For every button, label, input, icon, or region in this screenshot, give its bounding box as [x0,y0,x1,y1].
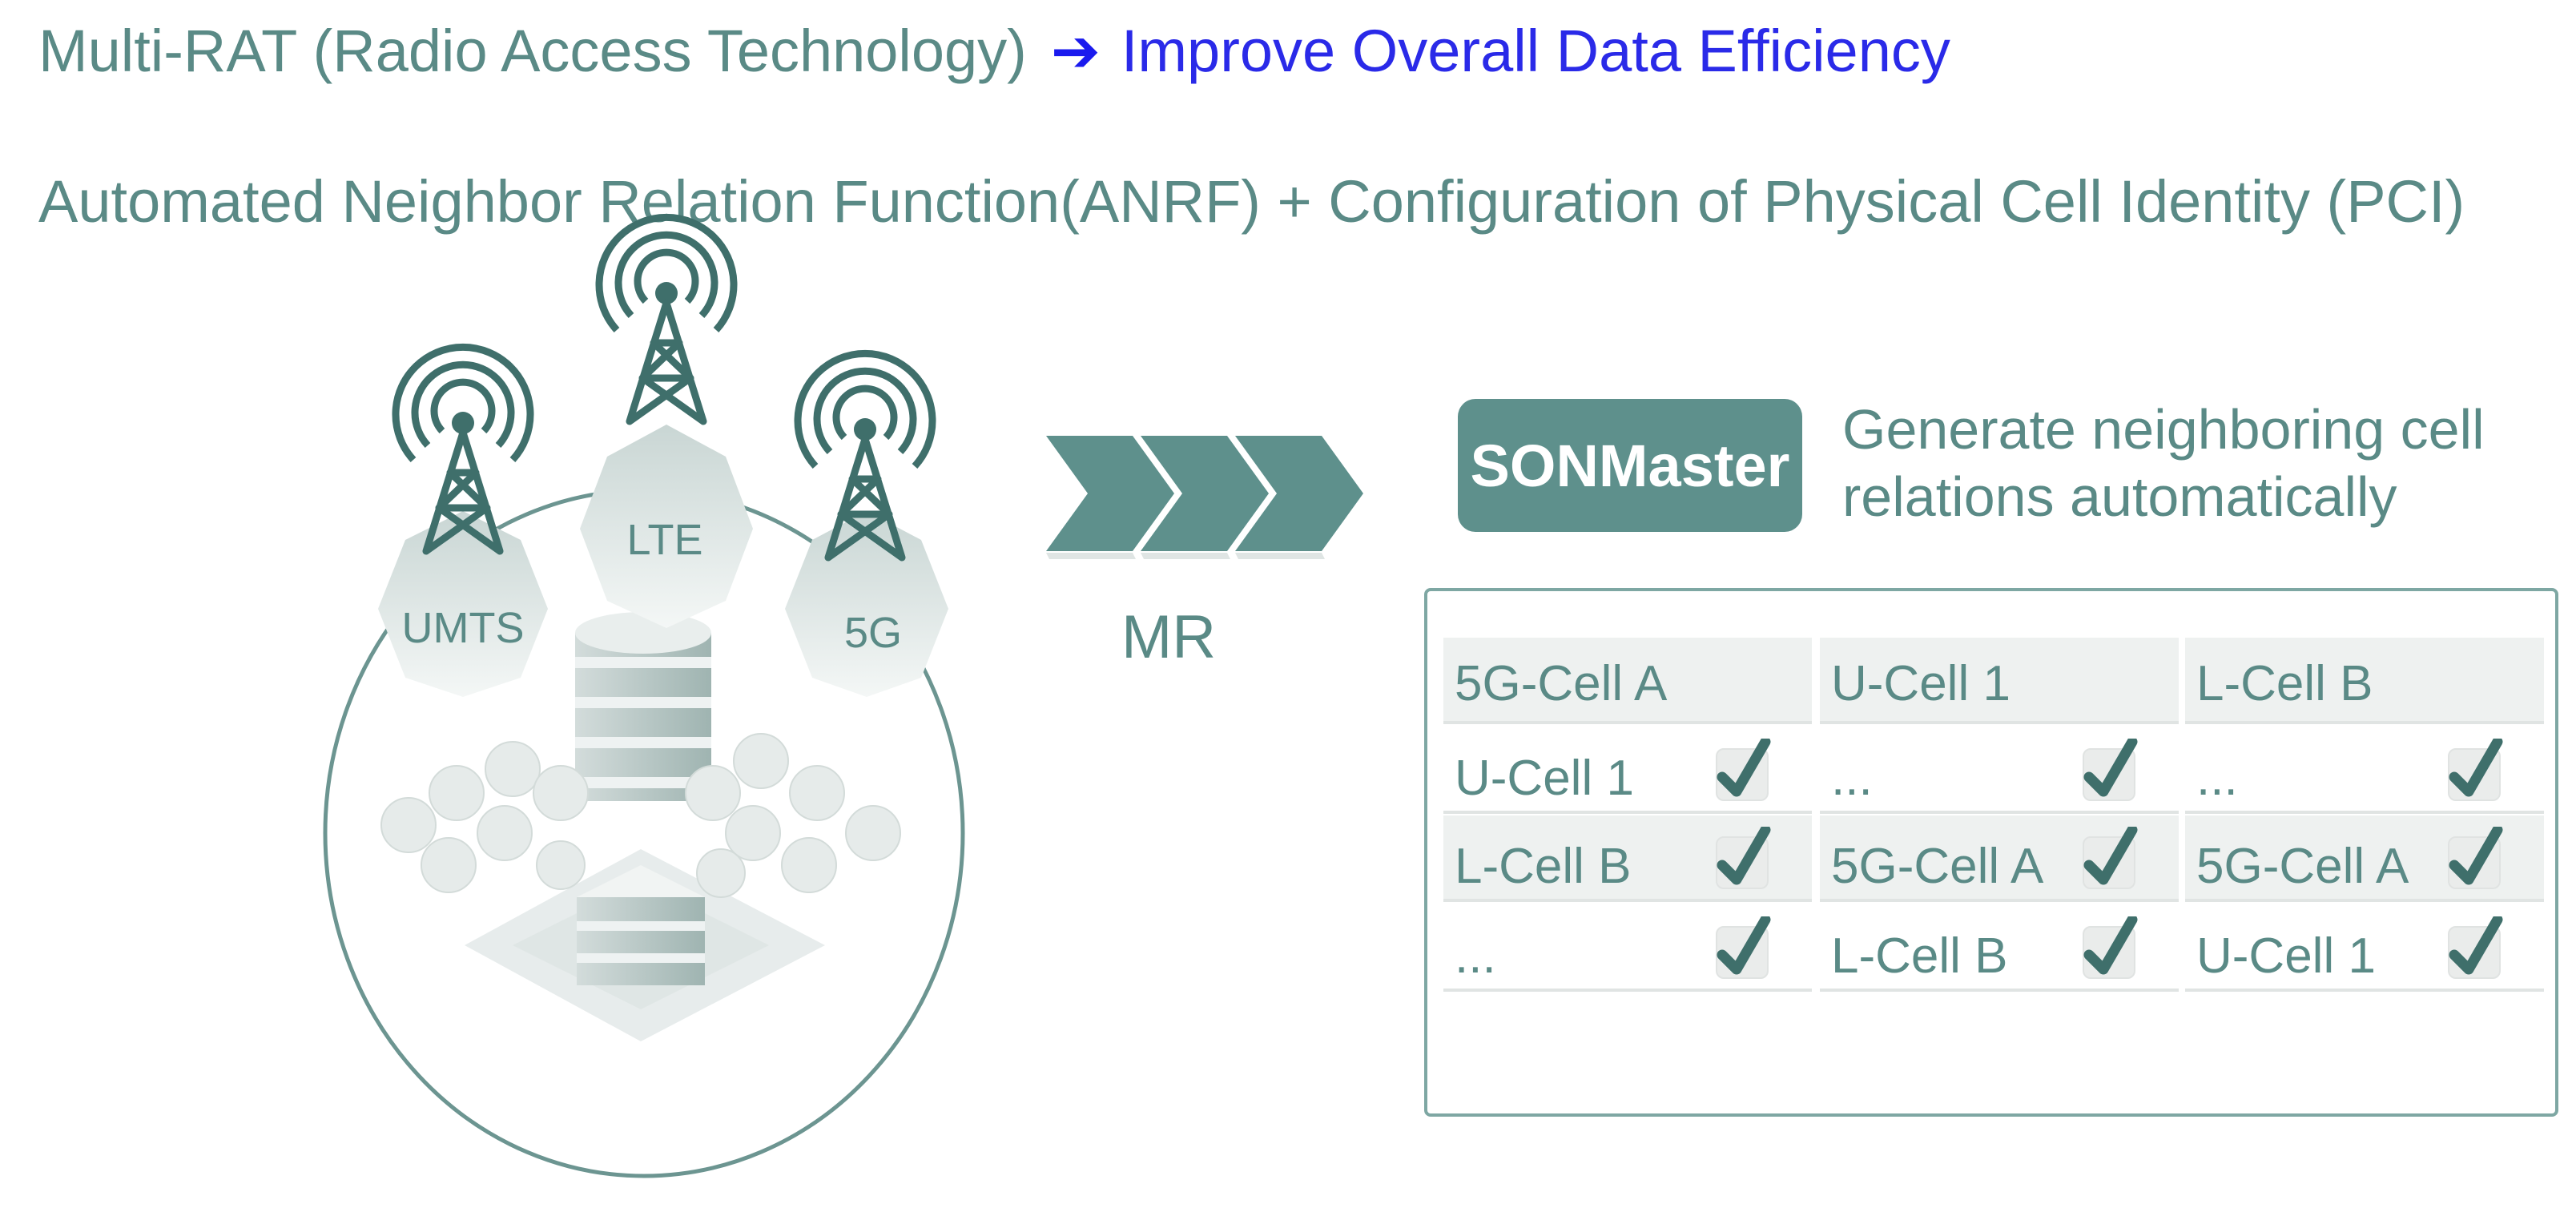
table-header-cell [2185,638,2544,724]
tower-label-umts: UMTS [402,604,525,652]
table-divider [1820,811,2179,814]
checkmark-icon [2448,827,2503,889]
hex-lte [580,425,753,628]
table-header-label: L-Cell B [2196,656,2373,711]
table-cell: U-Cell 1 [1455,751,1634,806]
antenna-tower-icon [794,349,936,562]
checkmark-icon [1716,827,1771,889]
arrow-right-icon: ➔ [1050,18,1101,84]
checkmark-icon [2083,916,2138,979]
header-title-prefix: Multi-RAT (Radio Access Technology) [38,18,1027,84]
table-cell: L-Cell B [1455,839,1632,894]
table-divider [1820,899,2179,902]
checkmark-icon [2083,827,2138,889]
table-header-cell [1443,638,1812,724]
table-divider [1443,721,1812,724]
table-cell: 5G-Cell A [1831,839,2044,894]
table-header-label: U-Cell 1 [1831,656,2010,711]
mr-label: MR [1121,603,1217,671]
hex-umts [378,511,548,697]
checkmark-icon [2448,916,2503,979]
table-divider [2185,989,2544,992]
table-cell: U-Cell 1 [2196,928,2376,984]
sonmaster-desc-line1: Generate neighboring cell [1842,398,2485,461]
table-divider [1443,811,1812,814]
table-cell: ... [2196,751,2238,806]
header-title-highlight: Improve Overall Data Efficiency [1121,18,1950,84]
antenna-tower-icon [595,213,738,425]
sonmaster-desc-line2: relations automatically [1842,465,2397,528]
table-divider [1443,899,1812,902]
antenna-tower-icon [392,343,534,555]
table-divider [2185,811,2544,814]
table-divider [1820,989,2179,992]
table-cell: ... [1831,751,1873,806]
neighbor-relation-table: 5G-Cell A U-Cell 1 L-Cell B... U-Cell 1... 5… [1424,588,2558,1117]
checkmark-icon [2083,739,2138,801]
sonmaster-description: Generate neighboring cell relations auto… [1842,396,2485,530]
city-icon [380,612,901,1041]
table-divider [2185,899,2544,902]
table-header-cell [1820,638,2179,724]
tower-label-lte: LTE [626,516,702,564]
table-cell: L-Cell B [1831,928,2008,984]
table-cell: 5G-Cell A [2196,839,2409,894]
checkmark-icon [2448,739,2503,801]
checkmark-icon [1716,916,1771,979]
header-title: Multi-RAT (Radio Access Technology) ➔ Impr… [38,16,1950,87]
table-header-label: 5G-Cell A [1455,656,1668,711]
table-divider [1820,721,2179,724]
table-divider [2185,721,2544,724]
chevron-arrows-icon [1046,436,1363,559]
sonmaster-badge: SONMaster [1458,399,1802,532]
table-cell: ... [1455,928,1496,984]
checkmark-icon [1716,739,1771,801]
tower-label-5g: 5G [844,609,902,657]
header-subtitle: Automated Neighbor Relation Function(ANR… [38,168,2465,235]
table-divider [1443,989,1812,992]
